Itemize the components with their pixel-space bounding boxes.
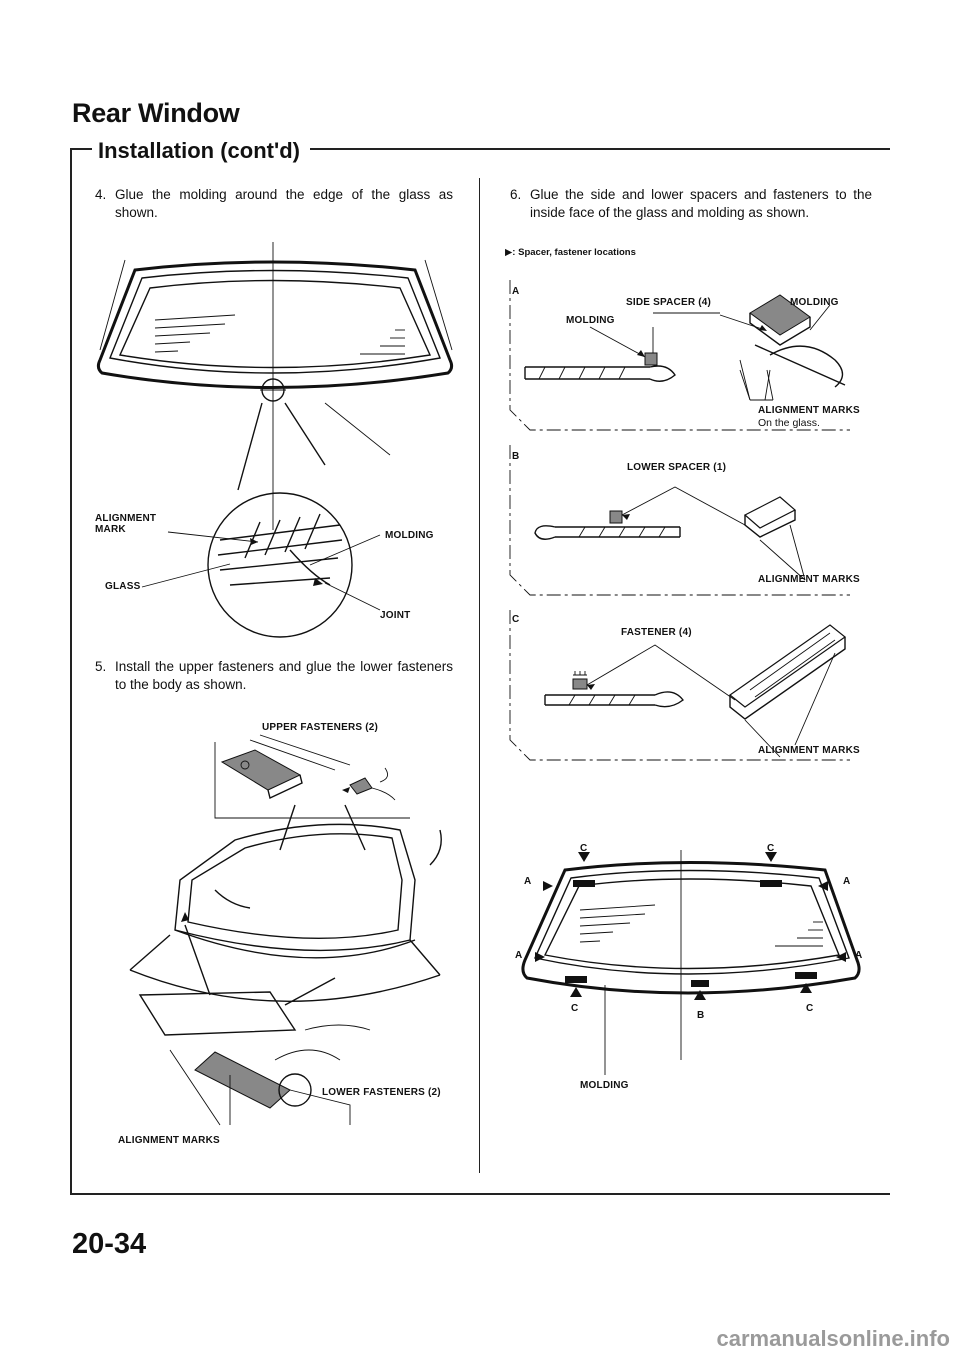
fig6-arrow-c-bottom-left	[570, 987, 582, 997]
fig4-label-molding: MOLDING	[385, 530, 434, 541]
step-5-text: Install the upper fasteners and glue the…	[115, 659, 453, 692]
fig6-window-label-b-bottom: B	[697, 1010, 705, 1021]
fig4-leader-molding	[309, 534, 381, 566]
fig4-leader-joint	[324, 582, 381, 611]
fig6-arrow-c-top-left	[578, 852, 590, 862]
fig6-a-label-side-spacer: SIDE SPACER (4)	[626, 297, 712, 308]
fig6-a-label-on-glass: On the glass.	[758, 417, 820, 429]
fig4-label-alignment-mark: ALIGNMENT MARK	[95, 513, 157, 535]
fig6-window-label-c-bottom-right: C	[806, 1003, 814, 1014]
fig5-body-diagram	[129, 734, 442, 1126]
fig6-detail-frames	[509, 280, 850, 761]
fig6-b-drawing	[534, 486, 806, 581]
page-number: 20-34	[72, 1228, 147, 1260]
fig6-window-label-c-top-right: C	[767, 843, 775, 854]
fig6-legend: ▶: Spacer, fastener locations	[505, 247, 636, 258]
fig6-mark-c-top-right	[760, 880, 782, 887]
fig4-label-glass: GLASS	[105, 581, 141, 592]
fig6-b-label-lower-spacer: LOWER SPACER (1)	[627, 462, 727, 473]
step-6: 6. Glue the side and lower spacers and f…	[510, 186, 872, 226]
center-divider	[479, 178, 480, 1173]
subtitle-rule	[310, 148, 890, 150]
fig4-detail-profile	[217, 513, 343, 586]
fig6-mark-b-bottom	[691, 980, 709, 987]
fig5-label-lower-fasteners: LOWER FASTENERS (2)	[322, 1087, 441, 1098]
fig6-arrow-a-left-bottom	[535, 952, 545, 962]
step-6-text: Glue the side and lower spacers and fast…	[530, 187, 872, 220]
fig6-c-label-alignment-marks: ALIGNMENT MARKS	[758, 745, 860, 756]
step-4: 4. Glue the molding around the edge of t…	[95, 186, 455, 226]
fig6-c-label-fastener: FASTENER (4)	[621, 627, 692, 638]
fig6-arrow-c-top-right	[765, 852, 777, 862]
fig4-window-outline	[96, 259, 454, 389]
fig6-a-label-molding-right: MOLDING	[790, 297, 839, 308]
fig6-window-label-c-top-left: C	[580, 843, 588, 854]
step-4-text: Glue the molding around the edge of the …	[115, 187, 453, 220]
fig5-leader-lower	[289, 1089, 351, 1125]
page-title: Rear Window	[72, 98, 240, 128]
fig6-a-drawing	[524, 294, 846, 401]
fig6-window-label-a-right-bottom: A	[855, 950, 863, 961]
subtitle-left-bracket	[70, 148, 92, 150]
step-4-number: 4.	[95, 187, 107, 202]
fig6-arrow-a-left-top	[543, 881, 553, 891]
fig6-window-label-a-right-top: A	[843, 876, 851, 887]
fig4-leader-alignment	[167, 531, 259, 543]
fig5-upper-clip-detail	[342, 767, 396, 801]
fig4-window-diagram	[96, 242, 454, 638]
fig6-reflection-lines	[579, 904, 823, 947]
fig5-lower-detail	[138, 912, 371, 1126]
fig6-mark-c-top-left	[573, 880, 595, 887]
fig6-window-label-a-left-top: A	[524, 876, 532, 887]
fig6-a-letter: A	[512, 286, 520, 297]
fig6-arrow-a-right-bottom	[836, 952, 846, 962]
fig6-a-label-alignment-marks: ALIGNMENT MARKS	[758, 405, 860, 416]
fig6-arrow-c-bottom-right	[800, 983, 812, 993]
fig4-reflection-lines	[154, 314, 405, 355]
fig5-body-outline	[129, 823, 442, 1002]
fig6-window-outline	[521, 861, 861, 995]
fig6-a-label-molding-left: MOLDING	[566, 315, 615, 326]
fig5-upper-fastener-detail	[220, 734, 351, 799]
fig6-mark-c-bottom-right	[795, 972, 817, 979]
fig6-window-label-molding: MOLDING	[580, 1080, 629, 1091]
fig6-window-diagram	[521, 850, 861, 1075]
bottom-rule	[70, 1193, 890, 1195]
fig6-c-letter: C	[512, 614, 520, 625]
fig6-window-label-c-bottom-left: C	[571, 1003, 579, 1014]
fig6-arrow-b-bottom	[694, 990, 706, 1000]
fig6-b-letter: B	[512, 451, 520, 462]
step-5-number: 5.	[95, 659, 107, 674]
fig6-window-label-a-left-bottom: A	[515, 950, 523, 961]
fig4-leader-glass	[141, 563, 231, 588]
step-6-number: 6.	[510, 187, 522, 202]
fig6-c-drawing	[544, 624, 847, 758]
step-5: 5. Install the upper fasteners and glue …	[95, 658, 455, 698]
section-subtitle: Installation (cont'd)	[98, 138, 300, 163]
fig4-label-joint: JOINT	[380, 610, 411, 621]
watermark: carmanualsonline.info	[716, 1326, 951, 1351]
fig5-label-upper-fasteners: UPPER FASTENERS (2)	[262, 722, 379, 733]
fig5-label-alignment-marks: ALIGNMENT MARKS	[118, 1135, 220, 1146]
fig4-detail-circle	[207, 492, 353, 638]
fig6-mark-c-bottom-left	[565, 976, 587, 983]
fig6-arrow-a-right-top	[818, 881, 828, 891]
left-bracket-vertical	[70, 148, 72, 1193]
fig6-b-label-alignment-marks: ALIGNMENT MARKS	[758, 574, 860, 585]
